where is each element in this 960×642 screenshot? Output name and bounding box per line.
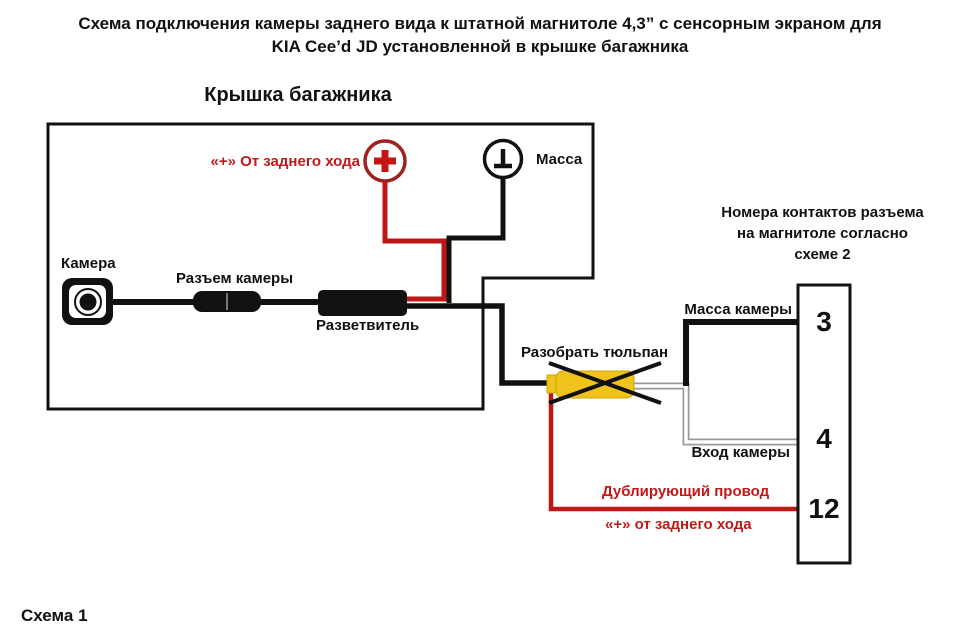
shield-wire-black [683, 319, 797, 386]
head-unit-note-line-3: схеме 2 [794, 246, 851, 263]
pin-12: 12 [808, 493, 840, 524]
ground-wire-black [446, 177, 506, 303]
camera-label: Камера [61, 255, 116, 272]
tulip-label: Разобрать тюльпан [521, 344, 669, 361]
tulip-connector [546, 361, 662, 405]
schema-footer-label: Схема 1 [21, 606, 88, 625]
pin-box [796, 283, 852, 565]
duplicate-wire-label: Дублирующий провод [602, 483, 770, 500]
trunk-lid-heading: Крышка багажника [204, 84, 392, 106]
reverse-plus-symbol [363, 139, 407, 183]
camera-icon [62, 278, 113, 325]
cross-out-line-2 [548, 361, 662, 405]
camera-connector-label: Разъем камеры [176, 270, 294, 287]
page-title-line-2: KIA Cee’d JD установленной в крышке бага… [271, 37, 689, 56]
camera-ground-label: Масса камеры [684, 301, 792, 318]
page-title-line-1: Схема подключения камеры заднего вида к … [78, 14, 882, 33]
splitter-label: Разветвитель [316, 317, 420, 334]
pin-4: 4 [816, 423, 832, 454]
camera-connector [193, 291, 261, 312]
video-wire-black [407, 303, 550, 386]
signal-wire-gray-core [634, 384, 797, 444]
duplicate-wire-red [548, 385, 797, 512]
trunk-lid-outline [46, 122, 595, 411]
head-unit-note-line-2: на магнитоле согласно [737, 225, 908, 242]
head-unit-note: Номера контактов разъема на магнитоле со… [705, 202, 940, 265]
splitter-shape [318, 290, 407, 316]
reverse-plus-label: «+» От заднего хода [210, 153, 361, 170]
power-wire-red [382, 181, 447, 302]
head-unit-note-line-1: Номера контактов разъема [721, 204, 924, 221]
page-title: Схема подключения камеры заднего вида к … [0, 12, 960, 58]
signal-wire-gray-outline [634, 382, 797, 446]
pin-3: 3 [816, 306, 832, 337]
camera-lens [79, 293, 97, 311]
ground-label: Масса [536, 151, 583, 168]
ground-symbol [482, 138, 524, 180]
reverse-plus-bottom-label: «+» от заднего хода [605, 516, 752, 533]
camera-input-label: Вход камеры [691, 444, 790, 461]
